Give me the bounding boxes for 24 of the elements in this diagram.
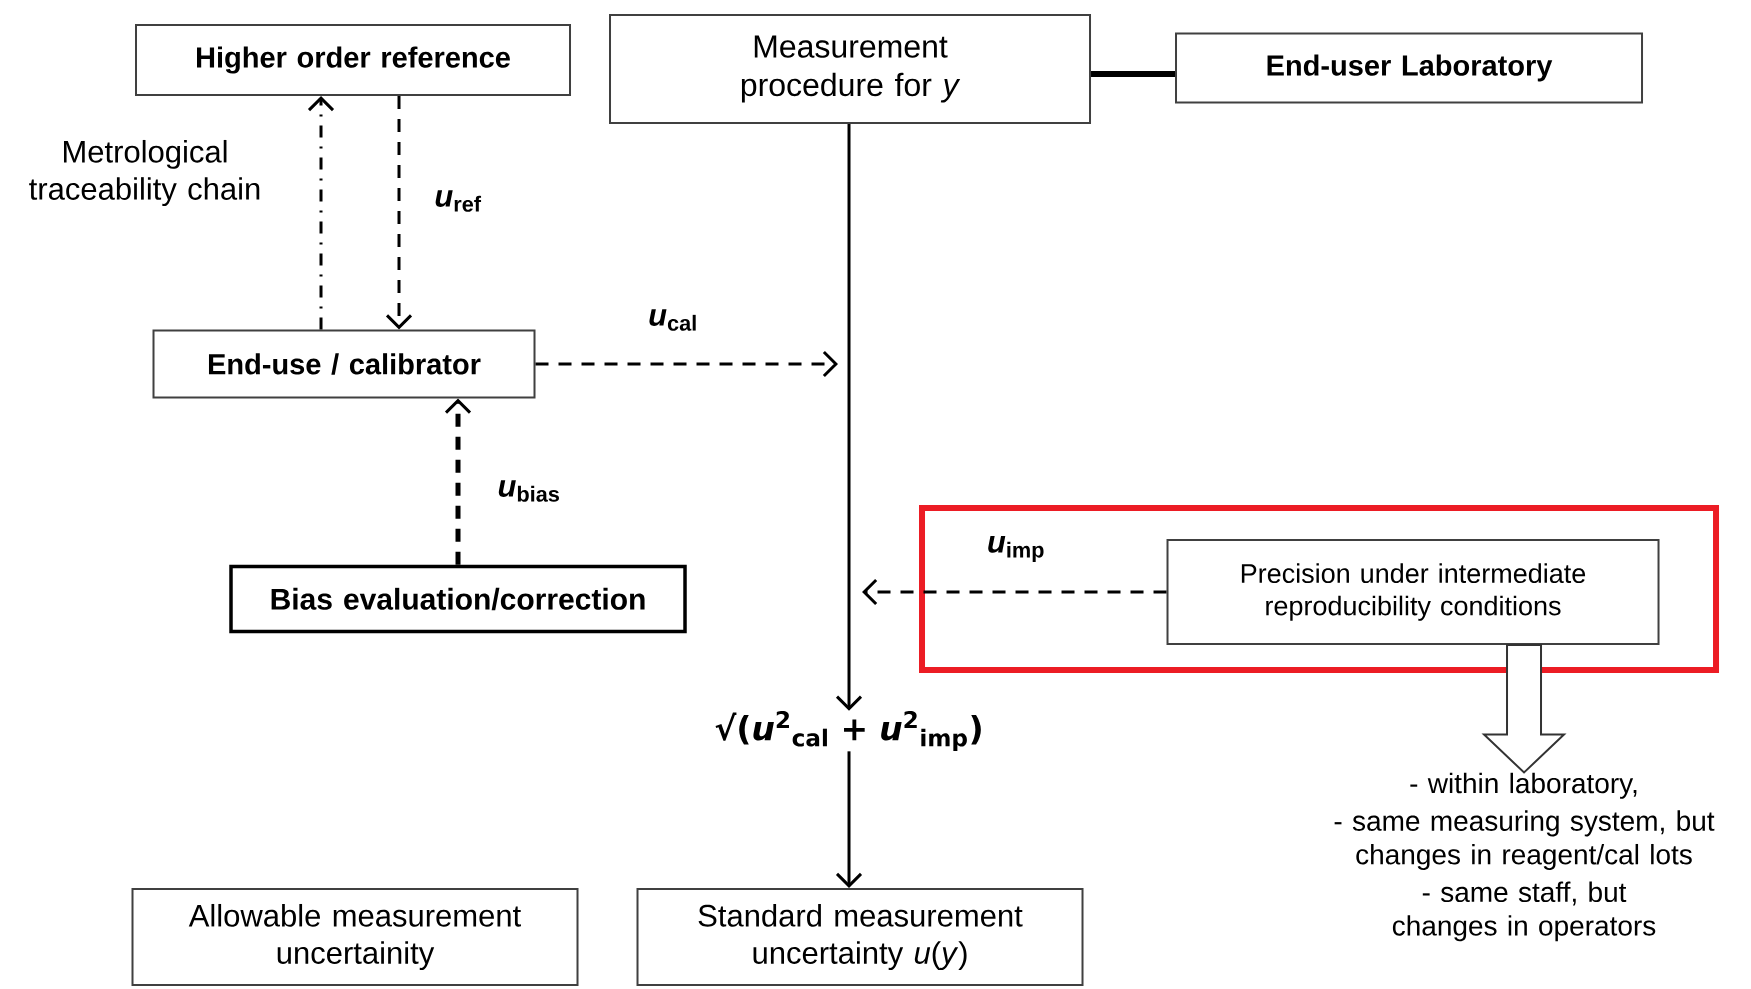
process-box: End-user Laboratory <box>1175 32 1643 104</box>
arrow <box>835 124 863 711</box>
edge-label: u$_{imp}$ <box>985 534 1047 564</box>
process-box: Bias evaluation/correction <box>229 564 687 634</box>
edge-label: u$_{ref}$ <box>433 188 483 214</box>
process-box: Standard measurement uncertainty u(y) <box>636 888 1084 986</box>
dashed-arrow <box>862 578 1167 606</box>
edge-label: u$_{cal}$ <box>646 307 700 333</box>
block-arrow <box>1481 644 1567 774</box>
process-box: Allowable measurement uncertainity <box>131 888 579 986</box>
process-box: Measurement procedure for y <box>609 14 1091 124</box>
dashed-arrow <box>307 96 335 330</box>
dashed-arrow <box>535 350 838 378</box>
highlight-frame <box>919 505 1719 673</box>
arrow <box>835 751 863 888</box>
process-box: Higher order reference <box>135 24 571 96</box>
dashed-arrow <box>385 96 413 330</box>
edge-label: u$_{bias}$ <box>496 478 562 504</box>
dashed-arrow <box>444 398 472 565</box>
note-text: - within laboratory, - same measuring system, but changes in reagent/cal lots - same staff, but changes in operators <box>1334 772 1715 942</box>
process-box: End-use / calibrator <box>152 329 536 399</box>
formula-text: √(u$^{2}$$_{cal}$ + u$^{2}$$_{imp}$) <box>715 710 981 752</box>
process-box: Precision under intermediate reproducibility conditions <box>1166 539 1660 645</box>
edge-label: Metrological traceability chain <box>29 139 260 207</box>
